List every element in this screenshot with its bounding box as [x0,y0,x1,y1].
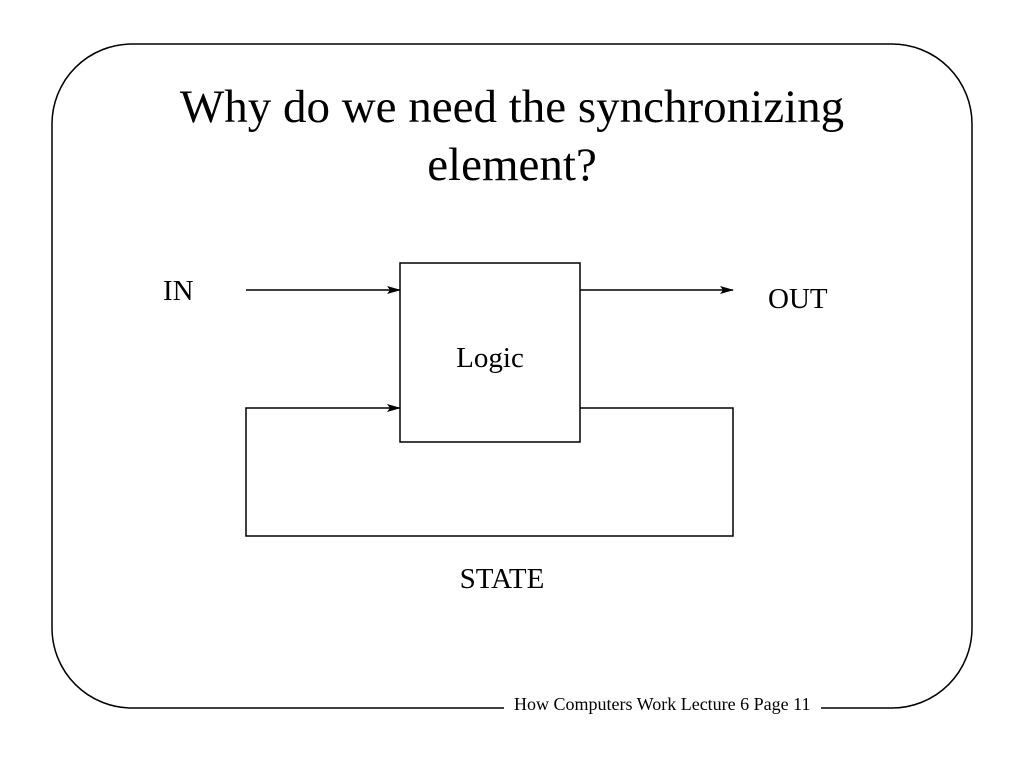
slide-title-line-2: element? [427,139,597,191]
logic-block-label: Logic [456,342,524,374]
state-label: STATE [459,563,545,595]
logic-block [399,262,581,443]
input-label: IN [163,275,194,307]
state-feedback-loop [245,404,734,537]
slide-footer: How Computers Work Lecture 6 Page 11 [504,692,821,716]
output-label: OUT [768,283,828,315]
slide-title: Why do we need the synchronizing element… [112,78,912,194]
slide-title-line-1: Why do we need the synchronizing [179,81,845,133]
